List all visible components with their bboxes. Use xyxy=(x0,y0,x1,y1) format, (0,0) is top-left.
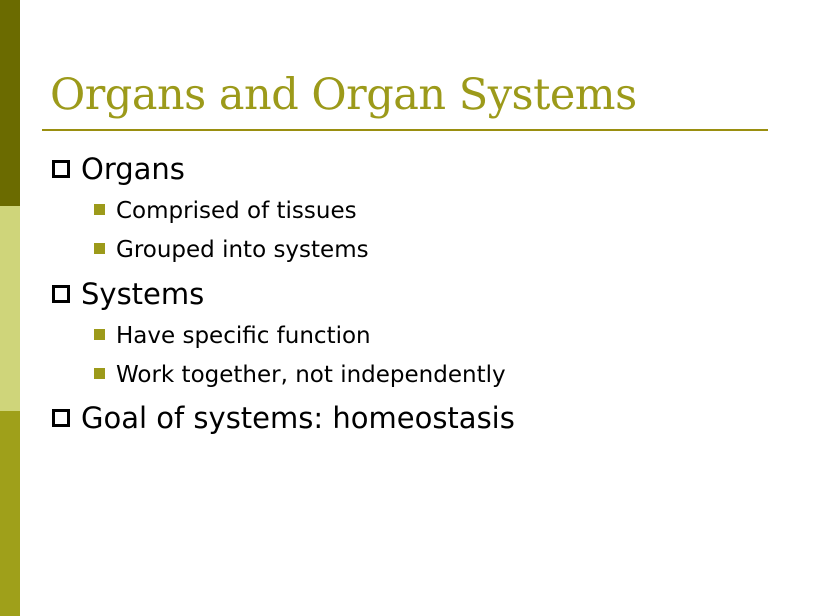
filled-square-icon xyxy=(94,204,105,215)
subbullet-work-together: Work together, not independently xyxy=(94,361,506,389)
hollow-square-icon xyxy=(52,160,70,178)
side-bar-middle-segment xyxy=(0,206,20,411)
filled-square-icon xyxy=(94,329,105,340)
filled-square-icon xyxy=(94,243,105,254)
subbullet-have-specific-function: Have specific function xyxy=(94,322,371,350)
bullet-goal-of-systems: Goal of systems: homeostasis xyxy=(52,401,515,435)
side-bar-bottom-segment xyxy=(0,411,20,616)
subbullet-text: Have specific function xyxy=(116,323,371,349)
bullet-organs-text: Organs xyxy=(81,152,185,186)
hollow-square-icon xyxy=(52,409,70,427)
filled-square-icon xyxy=(94,368,105,379)
bullet-organs: Organs xyxy=(52,152,185,186)
subbullet-grouped-into-systems: Grouped into systems xyxy=(94,236,369,264)
side-bar-top-segment xyxy=(0,0,20,206)
subbullet-text: Work together, not independently xyxy=(116,362,506,388)
side-accent-bar xyxy=(0,0,20,616)
bullet-systems: Systems xyxy=(52,277,204,311)
hollow-square-icon xyxy=(52,285,70,303)
bullet-systems-text: Systems xyxy=(81,277,205,311)
slide-title: Organs and Organ Systems xyxy=(50,70,637,120)
bullet-goal-text: Goal of systems: homeostasis xyxy=(81,401,515,435)
title-underline-rule xyxy=(42,129,768,131)
subbullet-comprised-of-tissues: Comprised of tissues xyxy=(94,197,357,225)
subbullet-text: Grouped into systems xyxy=(116,237,369,263)
subbullet-text: Comprised of tissues xyxy=(116,198,357,224)
